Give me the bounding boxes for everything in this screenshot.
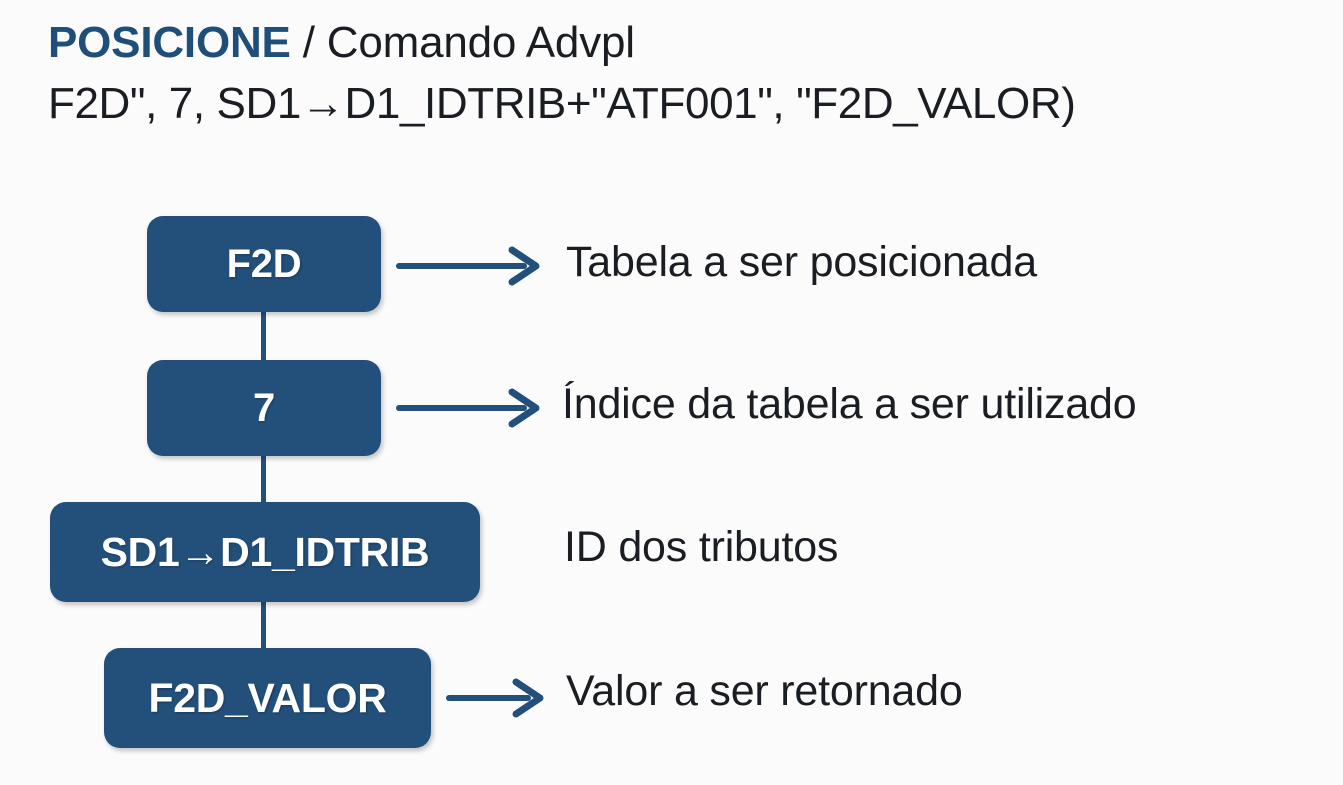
connector-line-1-2 bbox=[261, 306, 266, 366]
node-index-label: 7 bbox=[253, 385, 275, 430]
code-snippet: F2D", 7, SD1→D1_IDTRIB+"ATF001", "F2D_VA… bbox=[48, 79, 1076, 129]
arrow-icon-4 bbox=[446, 676, 550, 725]
description-f2d: Tabela a ser posicionada bbox=[566, 238, 1037, 286]
page-title: POSICIONE / Comando Advpl bbox=[48, 18, 1318, 67]
connector-line-3-4 bbox=[261, 596, 266, 656]
description-index: Índice da tabela a ser utilizado bbox=[562, 380, 1137, 428]
page-subtitle: Comando Advpl bbox=[326, 18, 635, 67]
arrow-icon-1 bbox=[396, 244, 546, 293]
title-separator: / bbox=[302, 18, 315, 67]
node-f2d[interactable]: F2D bbox=[147, 216, 381, 312]
node-index[interactable]: 7 bbox=[147, 360, 381, 456]
node-f2d-valor-label: F2D_VALOR bbox=[148, 674, 387, 721]
description-f2d-valor: Valor a ser retornado bbox=[566, 667, 963, 715]
node-sd1-d1-idtrib[interactable]: SD1→D1_IDTRIB bbox=[50, 502, 480, 602]
command-name: POSICIONE bbox=[48, 18, 291, 67]
heading-block: POSICIONE / Comando Advpl F2D", 7, SD1→D… bbox=[48, 18, 1318, 129]
connector-line-2-3 bbox=[261, 450, 266, 510]
arrow-icon-2 bbox=[396, 386, 546, 435]
description-sd1-d1-idtrib: ID dos tributos bbox=[564, 523, 839, 571]
node-f2d-label: F2D bbox=[226, 241, 302, 286]
node-f2d-valor[interactable]: F2D_VALOR bbox=[104, 648, 431, 748]
node-sd1-d1-idtrib-label: SD1→D1_IDTRIB bbox=[100, 528, 430, 575]
